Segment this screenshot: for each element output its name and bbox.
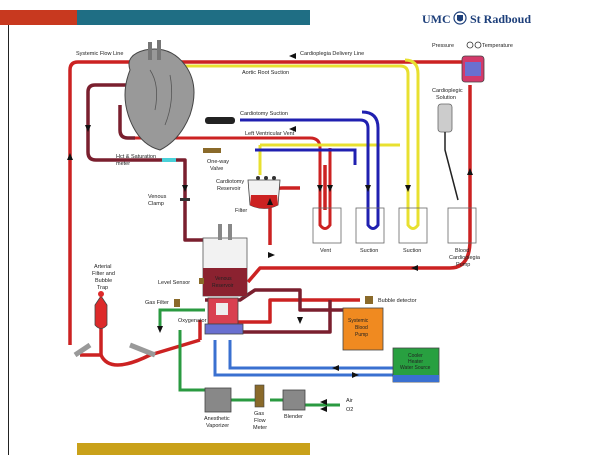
flow-arrows [67,53,473,412]
one-way-valve-label-2: Valve [210,166,223,172]
blood-cardioplegia-label-2: Cardioplegia [449,255,481,261]
systemic-pump-label-3: Pump [355,332,368,338]
venous-reservoir-label-1: Venous [215,276,232,282]
cardioplegic-solution-label-1: Cardioplegic [432,88,463,94]
arterial-filter-label-3: Bubble [95,278,112,284]
gas-line [158,308,340,407]
shield-icon [457,15,463,22]
arterial-filter-label-1: Arterial [94,264,111,270]
cardioplegic-solution-bag [437,103,459,201]
gas-filter-label: Gas Filter [145,300,169,306]
crest-icon [453,11,467,25]
footer-bar-gold [77,443,310,455]
venous-reservoir: Venous Reservoir [202,224,248,297]
cardiotomy-reservoir-label-2: Reservoir [217,186,241,192]
suction-label-1: Suction [360,248,378,254]
gas-flow-meter-label-3: Meter [253,425,267,431]
systemic-pump-label-1: Systemic [348,318,369,324]
blood-cardioplegia-label-1: Blood [455,248,469,254]
suction-pump-2 [398,207,428,244]
header-bar-teal [77,10,310,25]
cooler-label-2: Heater [408,359,423,365]
venous-clamp-label-1: Venous [148,194,167,200]
level-sensor-label: Level Sensor [158,280,190,286]
gas-filter [174,299,180,307]
aortic-root-suction-label: Aortic Root Suction [242,70,289,76]
one-way-valve [203,148,221,153]
arterial-filter-label-4: Trap [97,285,108,291]
left-border-line [8,25,9,455]
one-way-valve-label-1: One-way [207,159,229,165]
gas-flow-meter-label-1: Gas [254,411,264,417]
cardioplegia-delivery-line-label: Cardioplegia Delivery Line [300,51,364,57]
logo-st-radboud-text: St Radboud [470,12,531,26]
logo-umc-text: UMC [422,12,451,26]
cardiotomy-suction-tip [205,117,235,124]
systemic-flow-line-label: Systemic Flow Line [76,51,123,57]
vent-label: Vent [320,248,331,254]
suction-pump-1 [355,207,385,244]
bubble-detector-label: Bubble detector [378,298,417,304]
pressure-temperature-monitor [461,41,485,83]
cooler-label-1: Cooler [408,353,423,359]
cardiotomy-suction-label: Cardiotomy Suction [240,111,288,117]
cardioplegic-solution-label-2: Solution [436,95,456,101]
cooler-label-3: Water Source [400,365,431,371]
temperature-label: Temperature [482,43,513,49]
cardioplegia-pump [447,207,477,244]
oxygenator-label: Oxygenator [178,318,207,324]
anesthetic-vaporizer-label-1: Anesthetic [204,416,230,422]
pressure-label: Pressure [432,43,454,49]
oxygenator [204,297,244,335]
vent-pump [312,207,342,244]
arterial-filter-bubble-trap [73,291,156,358]
air-label: Air [346,398,353,404]
umc-logo: UMC St Radboud [422,11,531,26]
venous-clamp-label-2: Clamp [148,201,164,207]
blender [282,389,306,411]
venous-clamp [180,198,190,201]
bubble-detector [365,296,373,304]
level-sensor [199,278,204,284]
cardiotomy-suction-line [240,110,380,230]
arterial-filter-label-2: Filter and [92,271,115,277]
anesthetic-vaporizer-label-2: Vaporizer [206,423,229,429]
hct-saturation-label-2: meter [116,161,130,167]
systemic-pump-label-2: Blood [355,325,368,331]
venous-reservoir-label-2: Reservoir [212,283,234,289]
anesthetic-vaporizer [204,387,232,413]
hct-saturation-label-1: Hct & Saturation [116,154,156,160]
water-line [213,340,395,377]
blood-cardioplegia-label-3: Pump [456,262,470,268]
gas-flow-meter [254,384,265,408]
gas-flow-meter-label-2: Flow [254,418,266,424]
filter-label: Filter [235,208,247,214]
cardiotomy-reservoir-label-1: Cardiotomy [216,179,244,185]
heart-illustration [124,40,195,151]
o2-label: O2 [346,407,353,413]
hct-meter [162,158,176,162]
left-ventricular-vent-label: Left Ventricular Vent [245,131,295,137]
blender-label: Blender [284,414,303,420]
header-bar-red [0,10,77,25]
suction-label-2: Suction [403,248,421,254]
cooler-heater-water-source: Cooler Heater Water Source [392,347,440,383]
roller-pumps [312,207,477,244]
cardiotomy-reservoir [247,176,281,209]
systemic-blood-pump: Systemic Blood Pump [342,307,384,351]
